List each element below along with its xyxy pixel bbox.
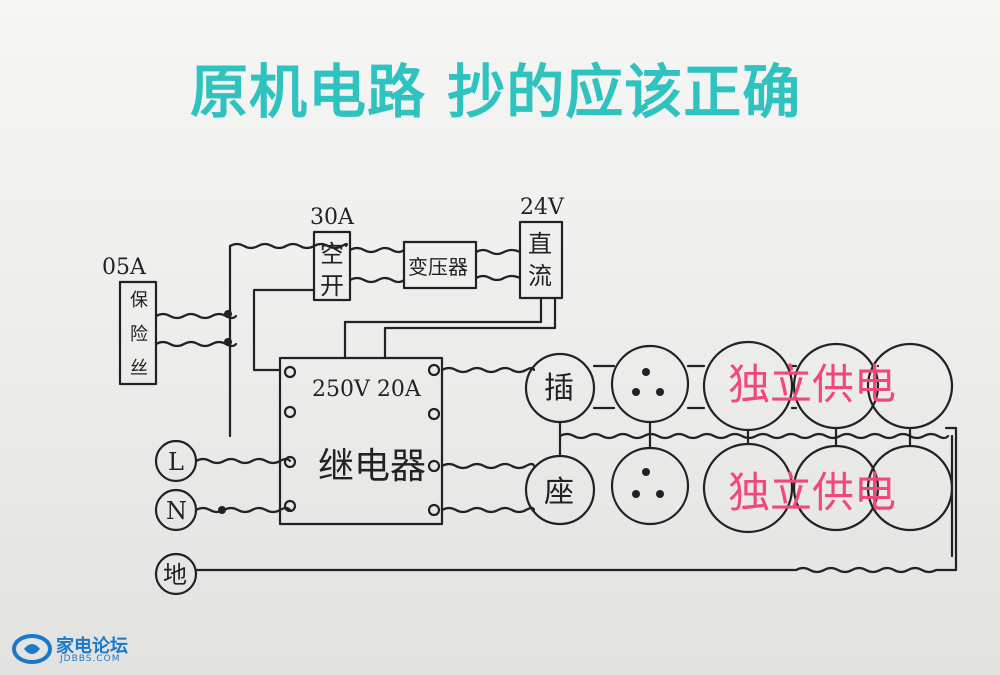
- breaker-label-char-1: 空: [320, 240, 344, 268]
- wire-relay-out-3: [440, 506, 536, 514]
- logo-name: 家电论坛: [56, 636, 128, 657]
- fuse-box: [118, 280, 158, 386]
- socket-bottom-1: [610, 446, 690, 526]
- wire-live: [194, 457, 292, 465]
- dc-label-char-1: 直: [528, 230, 552, 258]
- wire-transformer-to-dc-b: [474, 274, 522, 282]
- logo-subtitle: JDBBS.COM: [60, 654, 121, 664]
- wire-fuse-left-b: [154, 340, 238, 348]
- wire-transformer-to-dc-a: [474, 248, 522, 256]
- transformer-label: 变压器: [408, 255, 468, 279]
- fuse-label-char-2: 险: [130, 324, 148, 345]
- forum-logo: 家电论坛 JDBBS.COM: [12, 630, 152, 670]
- live-label: L: [168, 448, 184, 476]
- wire-dc-drop: [343, 296, 543, 360]
- transformer-box: [402, 240, 478, 290]
- wire-fuse-left-a: [154, 312, 238, 320]
- ground-terminal: [154, 552, 198, 596]
- breaker-rating: 30A: [310, 205, 355, 230]
- wire-relay-out-top: [440, 366, 536, 374]
- socket-top-1: [610, 344, 690, 424]
- fuse-label: 保 险 丝: [130, 290, 154, 379]
- wire-neutral: [194, 506, 292, 514]
- relay-rating: 250V 20A: [312, 377, 422, 402]
- dc-voltage: 24V: [520, 195, 565, 220]
- logo-icon: [12, 634, 52, 664]
- wire-breaker-to-transformer-b: [348, 276, 406, 284]
- relay-label: 继电器: [318, 446, 426, 487]
- relay-box: [278, 356, 444, 526]
- wire-relay-out-bottom: [440, 462, 536, 470]
- breaker-box: [312, 230, 352, 302]
- fuse-label-char-3: 丝: [130, 358, 148, 379]
- fuse-rating: 05A: [102, 255, 147, 280]
- ground-label: 地: [163, 561, 187, 589]
- dc-label-char-2: 流: [528, 262, 552, 290]
- neutral-label: N: [166, 497, 187, 525]
- wire-breaker-to-transformer-a: [348, 246, 406, 254]
- wire-dc-drop-2: [383, 296, 557, 360]
- fuse-label-char-1: 保: [130, 290, 148, 311]
- independent-supply-label-bottom: 独立供电: [728, 468, 897, 517]
- wire-top-to-breaker: [228, 242, 348, 250]
- socket-char-1: 插: [544, 371, 574, 406]
- wire-breaker-drop: [252, 288, 316, 372]
- wire-ground: [194, 426, 958, 574]
- page-title: 原机电路 抄的应该正确: [190, 58, 802, 126]
- independent-supply-label-top: 独立供电: [728, 360, 897, 409]
- bus-middle-line: [558, 432, 950, 440]
- socket-char-2: 座: [544, 475, 574, 510]
- breaker-label-char-2: 开: [320, 272, 344, 300]
